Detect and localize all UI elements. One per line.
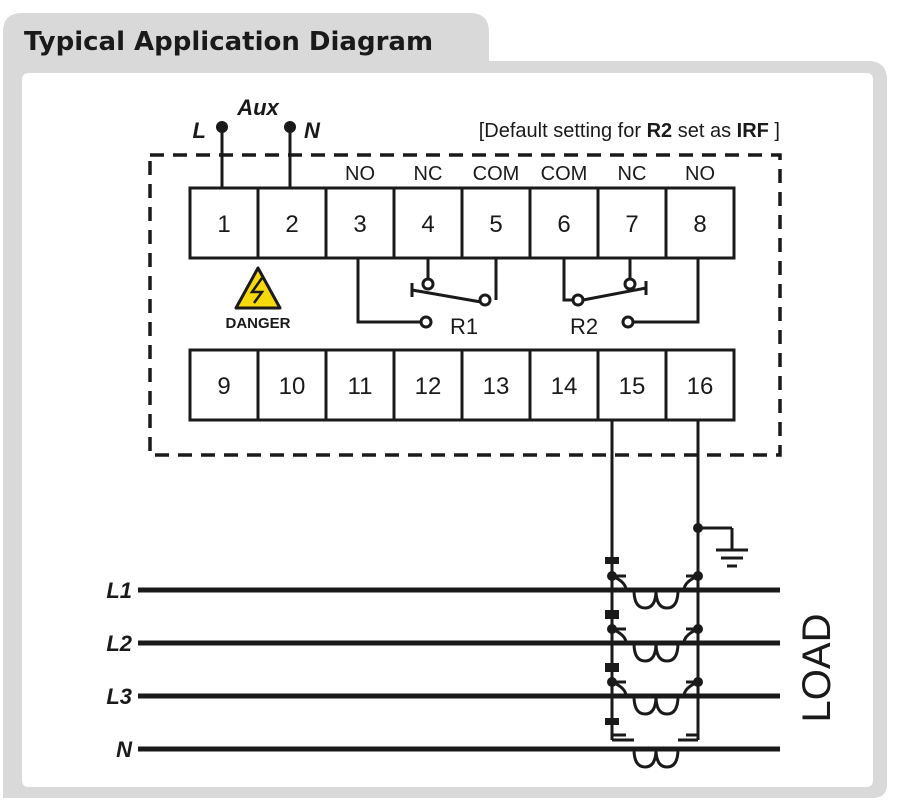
page-title: Typical Application Diagram [24, 27, 434, 57]
terminal-11: 11 [324, 348, 396, 422]
bottom-terminal-block: 9 10 11 12 13 14 15 16 [188, 348, 736, 422]
line-label: N [116, 737, 133, 762]
terminal-9: 9 [188, 348, 260, 422]
terminal-number: 15 [619, 373, 646, 400]
terminal-16: 16 [664, 348, 736, 422]
ground-icon [716, 548, 748, 568]
top-terminal-block: 1 2 3 4 5 6 7 8 [188, 186, 736, 260]
terminal-number: 12 [415, 373, 442, 400]
ct-l3 [605, 663, 703, 725]
relay-r2-label: R2 [570, 314, 598, 339]
aux-label: Aux [236, 95, 279, 120]
terminal-5: 5 [460, 186, 532, 260]
terminal-12: 12 [392, 348, 464, 422]
terminal-number: 16 [687, 373, 714, 400]
terminal-1: 1 [188, 186, 260, 260]
terminal-number: 2 [285, 211, 298, 238]
contact-label: COM [473, 163, 520, 185]
danger-high-voltage-icon [234, 266, 282, 310]
line-label: L3 [106, 684, 132, 709]
terminal-4: 4 [392, 186, 464, 260]
contact-label: NO [345, 163, 375, 185]
terminal-10: 10 [256, 348, 328, 422]
ground-junction [693, 523, 703, 533]
contact-label: COM [541, 163, 588, 185]
terminal-14: 14 [528, 348, 600, 422]
current-transformers [605, 557, 703, 769]
contact-label: NC [414, 163, 443, 185]
line-l1: L1 [106, 578, 780, 603]
terminal-number: 1 [217, 211, 230, 238]
meter-enclosure [148, 153, 782, 457]
terminal-8: 8 [664, 186, 736, 260]
aux-neutral-label: N [304, 118, 321, 143]
terminal-13: 13 [460, 348, 532, 422]
terminal-3: 3 [324, 186, 396, 260]
line-label: L1 [106, 578, 132, 603]
terminal-number: 3 [353, 211, 366, 238]
line-l3: L3 [106, 684, 780, 709]
relay-r1 [356, 258, 498, 329]
danger-label: DANGER [225, 315, 290, 332]
line-n: N [116, 737, 780, 762]
contact-labels: NO NC COM COM NC NO [345, 163, 715, 185]
contact-label: NO [685, 163, 715, 185]
aux-line-label: L [193, 118, 206, 143]
terminal-15: 15 [596, 348, 668, 422]
line-label: L2 [106, 631, 132, 656]
terminal-number: 5 [489, 211, 502, 238]
contact-label: NC [618, 163, 647, 185]
aux-supply: Aux L N [193, 95, 321, 188]
frame-inner [22, 73, 873, 800]
terminal-number: 6 [557, 211, 570, 238]
terminal-2: 2 [256, 186, 328, 260]
line-l2: L2 [106, 631, 780, 656]
default-setting-note: [Default setting for R2 set as IRF ] [479, 120, 780, 142]
terminal-number: 7 [625, 211, 638, 238]
terminal-6: 6 [528, 186, 600, 260]
relay-r2 [562, 258, 700, 329]
terminal-number: 8 [693, 211, 706, 238]
ct-neutral-coil [612, 733, 698, 769]
terminal-number: 9 [217, 373, 230, 400]
relay-r1-label: R1 [450, 314, 478, 339]
load-label: LOAD [795, 614, 839, 723]
terminal-number: 13 [483, 373, 510, 400]
terminal-7: 7 [596, 186, 668, 260]
terminal-number: 14 [551, 373, 578, 400]
terminal-number: 11 [348, 373, 373, 400]
terminal-number: 4 [421, 211, 434, 238]
terminal-number: 10 [279, 373, 306, 400]
